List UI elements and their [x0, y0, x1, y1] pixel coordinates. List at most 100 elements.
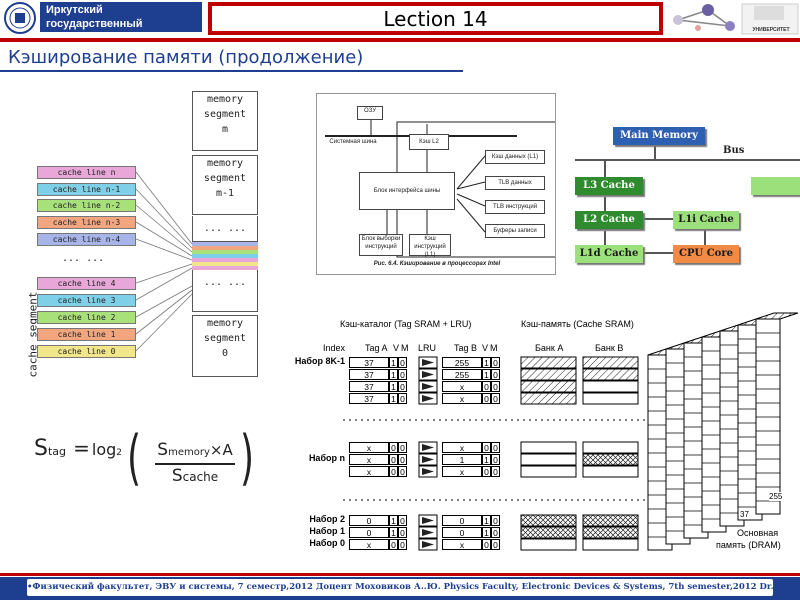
modified-a-cell: 0 [398, 539, 407, 550]
tag-a-cell: 37 [349, 357, 389, 368]
header-divider [0, 38, 800, 42]
memory-segment-m: memory segment m [192, 91, 258, 151]
lru-arrow-icon [422, 359, 434, 366]
bank-a-label: Банк A [535, 343, 564, 353]
lru-arrow-icon [422, 456, 434, 463]
set-associative-figure: Кэш-каталог (Tag SRAM + LRU) Кэш-память … [283, 305, 800, 570]
l1i-cache-box: L1i Cache [673, 211, 739, 229]
bank-hatched-line [520, 368, 577, 381]
memory-segment-m-line1: memory [206, 94, 244, 105]
cache-line: cache line n-2 [37, 199, 136, 212]
formula-fraction-bar [155, 463, 235, 465]
memory-gap-lower: ... ... [192, 270, 258, 312]
cache-line: cache line 1 [37, 328, 136, 341]
memory-segment-m-1-line3: m-1 [215, 188, 235, 199]
modified-b-cell: 0 [491, 466, 500, 477]
memory-stripe [192, 258, 258, 262]
valid-a-cell: 0 [389, 442, 398, 453]
main-memory-box: Main Memory [613, 127, 705, 145]
col-index: Index [323, 343, 346, 353]
set-label: Набор 1 [309, 526, 345, 536]
set-assoc-graphics [343, 312, 799, 551]
right-logo-block: УНИВЕРСИТЕТ [668, 0, 800, 38]
valid-a-cell: 1 [389, 515, 398, 526]
cache-line: cache line n-3 [37, 216, 136, 229]
formula-denominator: Scache [150, 466, 240, 486]
memory-segment-0-line3: 0 [221, 348, 229, 359]
col-tag-b: Tag B [454, 343, 478, 353]
instr-cache-box: Кэш инструкций (L1) [409, 234, 451, 258]
cpu-core-box: CPU Core [673, 245, 739, 263]
formula-num-main: S [157, 440, 169, 460]
modified-a-cell: 0 [398, 357, 407, 368]
lru-arrow-icon [422, 383, 434, 390]
bank-hatched-line [582, 368, 639, 381]
ram-box: ОЗУ [357, 106, 383, 120]
cache-hierarchy-diagram: Main Memory Bus L3 Cache L2 Cache L1i Ca… [565, 115, 800, 275]
molecule-logo-icon [673, 3, 799, 35]
cache-line: cache line 0 [37, 345, 136, 358]
tag-a-cell: x [349, 466, 389, 477]
l3-cache-box-other [751, 177, 800, 195]
formula-log-base: 2 [116, 448, 122, 458]
tag-a-cell: 37 [349, 369, 389, 380]
valid-a-cell: 0 [389, 466, 398, 477]
tag-a-cell: 0 [349, 515, 389, 526]
modified-b-cell: 0 [491, 393, 500, 404]
university-name: Иркутский государственный университет [40, 2, 202, 44]
col-v-b: V [482, 343, 489, 353]
memory-stripe [192, 262, 258, 266]
memory-gap-upper: ... ... [192, 216, 258, 242]
bank-a-line [520, 538, 577, 551]
lecture-title: Lection 14 [208, 2, 663, 35]
valid-b-cell: 0 [482, 393, 491, 404]
valid-b-cell: 1 [482, 357, 491, 368]
tag-b-cell: x [442, 393, 482, 404]
bank-hatched-line [582, 356, 639, 369]
valid-b-cell: 1 [482, 369, 491, 380]
valid-b-cell: 1 [482, 527, 491, 538]
memory-stripe [192, 250, 258, 254]
tag-a-cell: 37 [349, 381, 389, 392]
tag-b-cell: 0 [442, 527, 482, 538]
tlb-instr-box: TLB инструкций [485, 200, 545, 214]
memory-segment-m-1: memory segment m-1 [192, 155, 258, 215]
memory-segment-m-line2: segment [203, 109, 247, 120]
processor-diagram-caption: Рис. 6.4. Кэширование в процессорах Inte… [373, 261, 501, 267]
lru-arrow-icon [422, 529, 434, 536]
cache-hierarchy-lines [575, 145, 800, 254]
directory-title: Кэш-каталог (Tag SRAM + LRU) [340, 319, 472, 329]
l2-cache-box: Кэш L2 [409, 134, 449, 150]
l2-cache-box-h: L2 Cache [575, 211, 643, 229]
modified-a-cell: 0 [398, 381, 407, 392]
set-label: Набор 0 [309, 538, 345, 548]
modified-b-cell: 0 [491, 539, 500, 550]
memory-stripe [192, 242, 258, 246]
bank-hatched-line [520, 526, 577, 539]
set-label: Набор 2 [309, 514, 345, 524]
tag-a-cell: 0 [349, 527, 389, 538]
modified-a-cell: 0 [398, 454, 407, 465]
formula-left-paren: ( [127, 423, 142, 493]
bank-hatched-line [520, 392, 577, 405]
lru-arrow-icon [422, 395, 434, 402]
tag-b-cell: x [442, 466, 482, 477]
valid-b-cell: 1 [482, 515, 491, 526]
modified-b-cell: 0 [491, 381, 500, 392]
valid-a-cell: 1 [389, 393, 398, 404]
right-logo-caption: УНИВЕРСИТЕТ [752, 27, 790, 33]
valid-b-cell: 0 [482, 381, 491, 392]
modified-b-cell: 0 [491, 357, 500, 368]
university-logo-block: Иркутский государственный университет [0, 0, 205, 44]
cache-line: cache line 3 [37, 294, 136, 307]
bus-interface-box: Блок интерфейса шины [359, 172, 455, 210]
tag-b-cell: x [442, 381, 482, 392]
memory-segment-0-line1: memory [206, 318, 244, 329]
valid-a-cell: 1 [389, 357, 398, 368]
col-lru: LRU [418, 343, 437, 353]
tag-a-cell: 37 [349, 393, 389, 404]
formula-lhs-sub: tag [47, 445, 67, 458]
bus-label: Bus [723, 145, 745, 156]
col-v-a: V [393, 343, 400, 353]
dram-page-column [755, 318, 781, 515]
